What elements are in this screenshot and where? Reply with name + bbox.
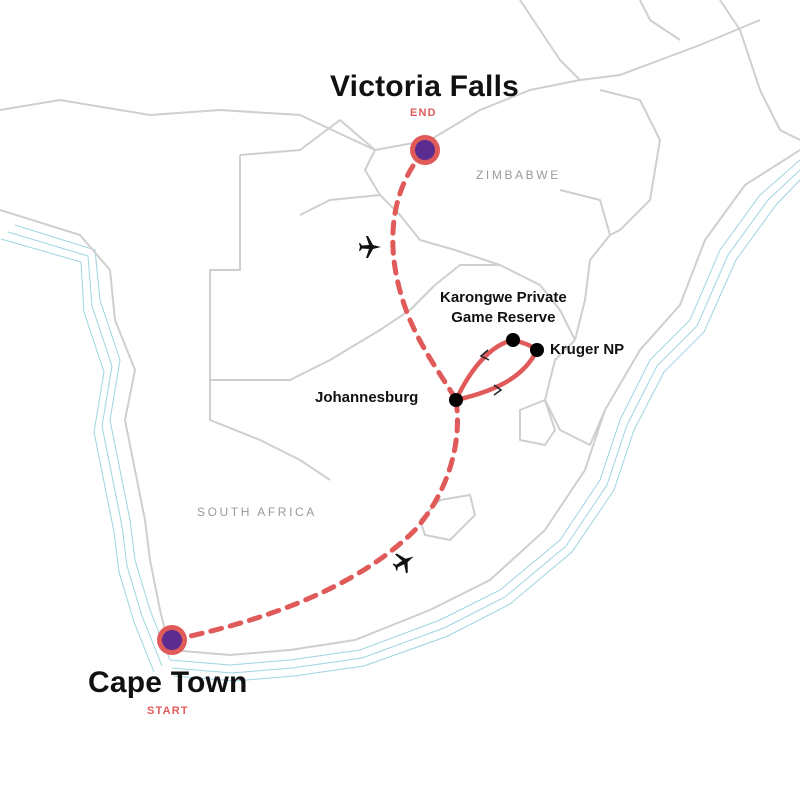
end-place-label: Victoria Falls xyxy=(330,70,519,103)
coast-hatching xyxy=(0,159,800,682)
country-label-south-africa: SOUTH AFRICA xyxy=(197,505,317,519)
end-tag: END xyxy=(410,107,437,119)
route-lines xyxy=(169,147,540,643)
direction-chevrons xyxy=(479,349,503,396)
country-borders xyxy=(0,0,800,541)
start-tag: START xyxy=(147,705,189,717)
flight-route-cape-town xyxy=(169,397,460,643)
plane-icon xyxy=(392,553,414,574)
road-loop-kruger xyxy=(452,337,540,404)
start-marker xyxy=(157,625,187,655)
country-label-zimbabwe: ZIMBABWE xyxy=(476,168,561,182)
stop-dot-karongwe xyxy=(506,333,520,347)
flight-route-victoria-falls xyxy=(390,147,459,403)
stop-label-kruger: Kruger NP xyxy=(550,341,625,358)
stop-dot-johannesburg xyxy=(449,393,463,407)
stop-dot-kruger xyxy=(530,343,544,357)
plane-icon xyxy=(359,236,381,258)
stop-label-johannesburg: Johannesburg xyxy=(315,389,419,406)
start-place-label: Cape Town xyxy=(88,666,248,699)
stop-label-karongwe: Karongwe Private Game Reserve xyxy=(440,289,567,326)
end-marker xyxy=(410,135,440,165)
coastline xyxy=(0,149,800,657)
